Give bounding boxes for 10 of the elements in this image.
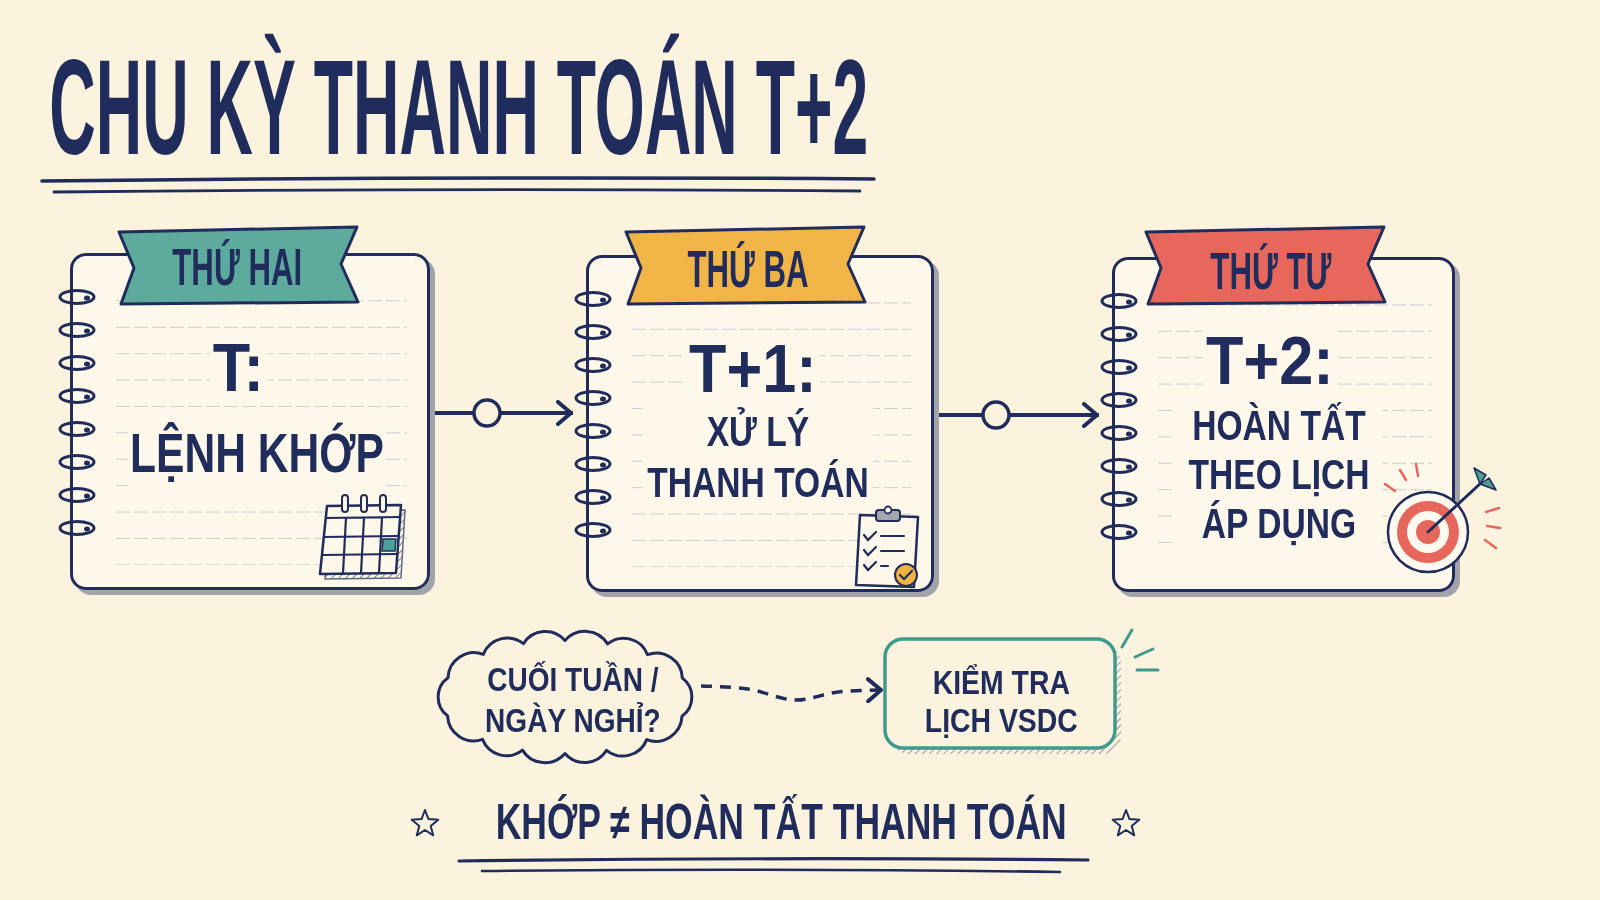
day-heading: THỨ HAI (171, 237, 303, 298)
arrow (435, 398, 574, 428)
page-title: CHU KỲ THANH TOÁN T+2 (48, 30, 870, 176)
note-text: KIỂM TRA LỊCH VSDC (923, 663, 1079, 742)
takeaway-note: KHỚP ≠ HOÀN TẤT THANH TOÁN (494, 793, 1068, 850)
dashed-arrow (700, 677, 884, 704)
day-heading: THỨ TƯ (1209, 241, 1333, 302)
day-heading: THỨ BA (686, 239, 810, 300)
arrow (939, 400, 1100, 430)
question-text: CUỐI TUẦN / NGÀY NGHỈ? (484, 659, 662, 741)
